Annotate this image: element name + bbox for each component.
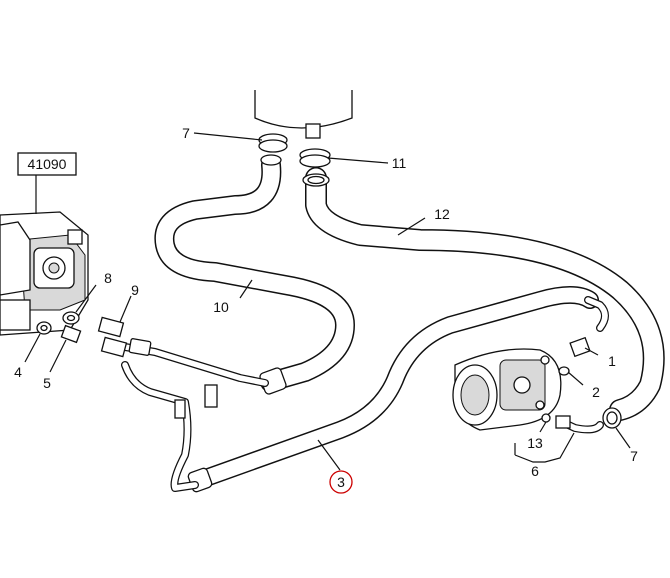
ref-box-41090: 41090: [17, 152, 77, 214]
callouts: 7 11 12 10 8 9 4 5 1 2 13 6 7 3: [14, 125, 638, 494]
clamp-7-top: [258, 133, 288, 153]
oring-13: [541, 413, 551, 423]
leader-lines: [24, 132, 631, 471]
fitting-5: [60, 324, 82, 344]
callout-8: 8: [104, 270, 112, 286]
callout-13: 13: [527, 435, 543, 451]
valve-block-41090: [0, 211, 89, 336]
hose-10: [154, 154, 355, 395]
fitting-9a: [97, 316, 125, 338]
fitting-9b: [100, 336, 128, 358]
fittings-right: [541, 336, 622, 434]
metal-pipes: [121, 338, 269, 492]
ref-box-label: 41090: [28, 156, 67, 172]
callout-3[interactable]: 3: [337, 474, 345, 490]
callout-3-highlight-ring: [329, 470, 353, 494]
callout-6: 6: [531, 463, 539, 479]
washer-2: [558, 366, 570, 376]
clamp-11: [299, 148, 331, 168]
callout-2: 2: [592, 384, 600, 400]
callout-11: 11: [392, 155, 407, 171]
steering-pump: [452, 348, 562, 431]
callout-5: 5: [43, 375, 51, 391]
callout-1: 1: [608, 353, 616, 369]
callout-12: 12: [434, 206, 450, 222]
fitting-1: [569, 336, 591, 358]
callout-7-top: 7: [182, 125, 190, 141]
hose-3: [187, 286, 609, 493]
fitting-6: [555, 415, 571, 429]
hose-12: [302, 167, 665, 421]
callout-7-right: 7: [630, 448, 638, 464]
callout-10: 10: [213, 299, 229, 315]
fittings-left: [36, 311, 128, 358]
callout-4: 4: [14, 364, 22, 380]
reservoir: [254, 90, 353, 139]
callout-9: 9: [131, 282, 139, 298]
